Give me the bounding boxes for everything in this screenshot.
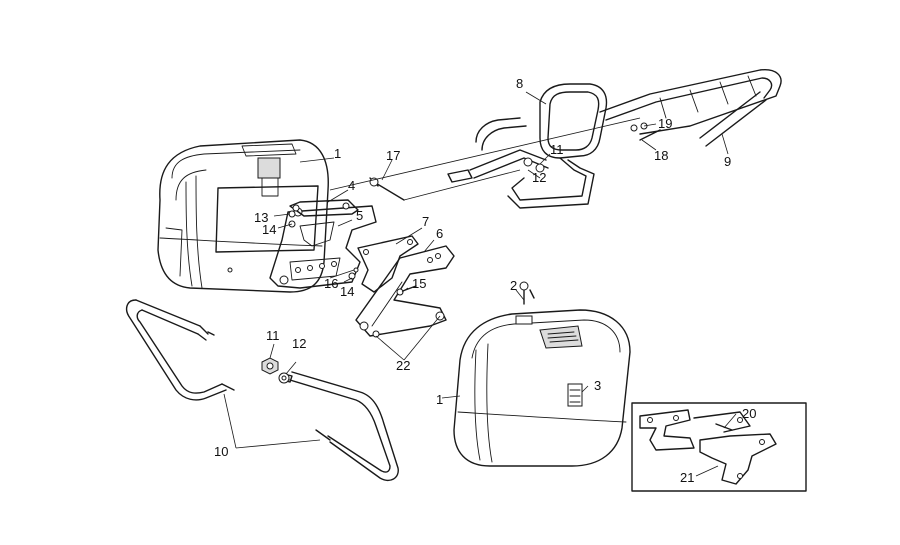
assembly-line-a [329, 117, 641, 191]
protection-bar-upper [125, 299, 235, 401]
washer-16 [353, 267, 359, 273]
callout-3: 3 [594, 378, 601, 393]
callout-2: 2 [510, 278, 517, 293]
callout-12-rack: 12 [532, 170, 546, 185]
callout-10: 10 [214, 444, 228, 459]
callout-16: 16 [324, 276, 338, 291]
protection-bar-lower [281, 371, 399, 482]
screw-18 [639, 129, 661, 141]
callout-18: 18 [654, 148, 668, 163]
callout-21: 21 [680, 470, 694, 485]
callouts: 1 1 2 3 4 5 6 7 8 9 10 11 11 12 12 13 14… [214, 76, 756, 485]
right-pannier-case [453, 309, 631, 467]
callout-22: 22 [396, 358, 410, 373]
leader-lines [223, 91, 737, 477]
nut-14b [348, 272, 356, 280]
callout-15: 15 [412, 276, 426, 291]
side-support-frame [355, 245, 455, 338]
callout-7: 7 [422, 214, 429, 229]
case-lock-key [519, 281, 535, 305]
callout-5: 5 [356, 208, 363, 223]
callout-20: 20 [742, 406, 756, 421]
callout-14-lower: 14 [340, 284, 354, 299]
callout-13: 13 [254, 210, 268, 225]
callout-8: 8 [516, 76, 523, 91]
callout-1-right-case: 1 [436, 392, 443, 407]
callout-6: 6 [436, 226, 443, 241]
callout-11-lower: 11 [266, 328, 280, 343]
inset-detail [631, 402, 807, 492]
hook-bracket [289, 199, 359, 217]
long-bolt [369, 177, 405, 201]
lock-insert [515, 315, 533, 325]
assembly-line-b [403, 169, 521, 201]
callout-19: 19 [658, 116, 672, 131]
callout-12-lower: 12 [292, 336, 306, 351]
left-case-latch [257, 157, 281, 179]
rear-carrier-rack [447, 69, 782, 209]
callout-14-upper: 14 [262, 222, 276, 237]
left-pannier-case [157, 139, 329, 293]
callout-17: 17 [386, 148, 400, 163]
callout-11-rack: 11 [550, 142, 564, 157]
nut-and-washer [261, 357, 290, 384]
callout-9: 9 [724, 154, 731, 169]
bracket-plate [357, 235, 419, 293]
callout-4: 4 [348, 178, 355, 193]
right-case-badge [567, 383, 583, 407]
inset-frame [631, 402, 807, 492]
callout-1-left-case: 1 [334, 146, 341, 161]
